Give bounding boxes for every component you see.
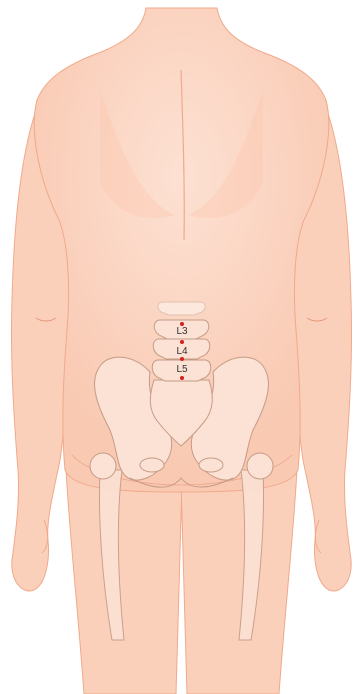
- marker-l3-l4: [180, 340, 184, 344]
- vertebra-label-l5: L5: [176, 364, 188, 375]
- right-hip-joint: [247, 453, 273, 479]
- right-leg: [181, 470, 297, 694]
- vertebra-l2: [158, 302, 205, 315]
- vertebra-label-l3: L3: [176, 326, 188, 337]
- marker-l4-l5: [180, 357, 184, 361]
- vertebra-label-l4: L4: [176, 346, 188, 357]
- marker-above-l3: [180, 322, 184, 326]
- right-obturator: [199, 458, 223, 472]
- left-obturator: [140, 458, 164, 472]
- marker-l5-s1: [180, 376, 184, 380]
- left-leg: [66, 470, 182, 694]
- left-hip-joint: [90, 453, 116, 479]
